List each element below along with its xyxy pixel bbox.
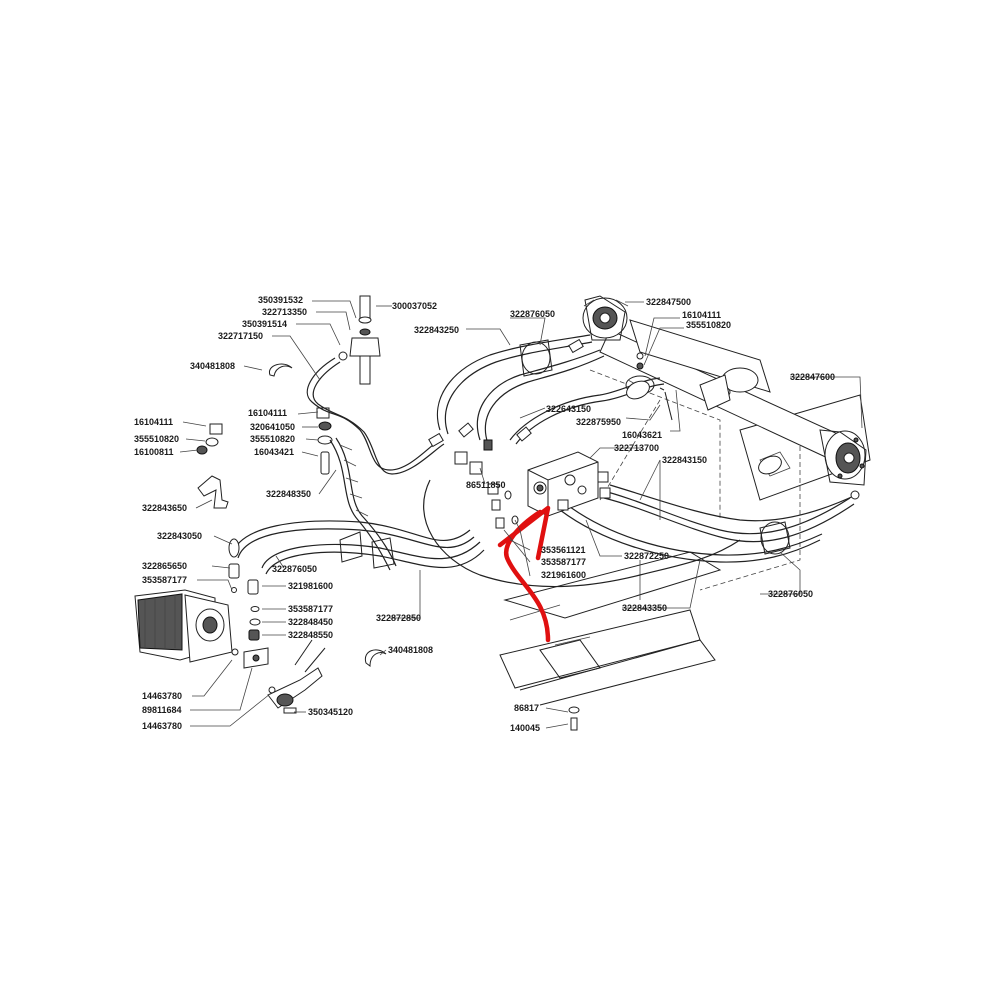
label-14463780-a: 14463780: [142, 691, 182, 701]
rear-axle: [582, 295, 867, 486]
label-353587177-c: 353587177: [541, 557, 586, 567]
label-322843150: 322843150: [662, 455, 707, 465]
label-321961600: 321961600: [541, 570, 586, 580]
label-16104111-c: 16104111: [682, 310, 721, 320]
label-322717150: 322717150: [218, 331, 263, 341]
centre-hardware: [316, 407, 333, 475]
pump-fittings: [228, 563, 276, 694]
label-322843350: 322843350: [622, 603, 667, 613]
bottom-bolt: [568, 706, 580, 731]
label-16043421: 16043421: [254, 447, 294, 457]
label-353561121: 353561121: [541, 545, 586, 555]
label-322847500: 322847500: [646, 297, 691, 307]
label-353587177-a: 353587177: [142, 575, 187, 585]
hub-right: [819, 429, 867, 486]
label-16104111-b: 16104111: [248, 408, 287, 418]
label-322865650: 322865650: [142, 561, 187, 571]
label-355510820-a: 355510820: [134, 434, 179, 444]
label-321981600: 321981600: [288, 581, 333, 591]
label-14463780-b: 14463780: [142, 721, 182, 731]
label-16104111-a: 16104111: [134, 417, 173, 427]
label-322872850: 322872850: [376, 613, 421, 623]
leader-lines: [179, 300, 863, 729]
label-89811684: 89811684: [142, 705, 182, 715]
label-322643150: 322643150: [546, 404, 591, 414]
hydraulic-pump: [134, 589, 239, 663]
snap-ring-1: [268, 363, 293, 377]
clamp-parts: [626, 352, 782, 475]
label-300037052: 300037052: [392, 301, 437, 311]
left-hardware: [196, 423, 223, 455]
label-86817: 86817: [514, 703, 539, 713]
label-322848450: 322848450: [288, 617, 333, 627]
label-322876050-c: 322876050: [768, 589, 813, 599]
label-322713350: 322713350: [262, 307, 307, 317]
label-16043621: 16043621: [622, 430, 662, 440]
hub-left: [582, 295, 629, 341]
label-350345120: 350345120: [308, 707, 353, 717]
red-indicator-arrow: [497, 505, 551, 643]
label-322713700: 322713700: [614, 443, 659, 453]
control-lever: [267, 639, 326, 714]
label-340481808-a: 340481808: [190, 361, 235, 371]
label-355510820-b: 355510820: [250, 434, 295, 444]
hose-fittings: [428, 338, 584, 529]
label-322843050: 322843050: [157, 531, 202, 541]
label-355510820-c: 355510820: [686, 320, 731, 330]
label-322843250: 322843250: [414, 325, 459, 335]
label-320641050: 320641050: [250, 422, 295, 432]
valve-block: [527, 451, 611, 517]
label-350391532: 350391532: [258, 295, 303, 305]
label-322843650: 322843650: [142, 503, 187, 513]
label-322872250: 322872250: [624, 551, 669, 561]
label-322848350: 322848350: [266, 489, 311, 499]
label-322848550: 322848550: [288, 630, 333, 640]
label-322876050-a: 322876050: [272, 564, 317, 574]
mounting-bracket: [197, 475, 229, 509]
label-322847600: 322847600: [790, 372, 835, 382]
label-350391514: 350391514: [242, 319, 287, 329]
label-322876050-b: 322876050: [510, 309, 555, 319]
label-16100811: 16100811: [134, 447, 174, 457]
label-340481808-b: 340481808: [388, 645, 433, 655]
part-labels: 350391532 322713350 350391514 322717150 …: [134, 295, 835, 733]
label-322875950: 322875950: [576, 417, 621, 427]
label-86511850: 86511850: [466, 480, 506, 490]
label-140045: 140045: [510, 723, 540, 733]
snap-ring-2: [364, 649, 387, 667]
label-353587177-b: 353587177: [288, 604, 333, 614]
tee-fitting: [338, 295, 381, 385]
